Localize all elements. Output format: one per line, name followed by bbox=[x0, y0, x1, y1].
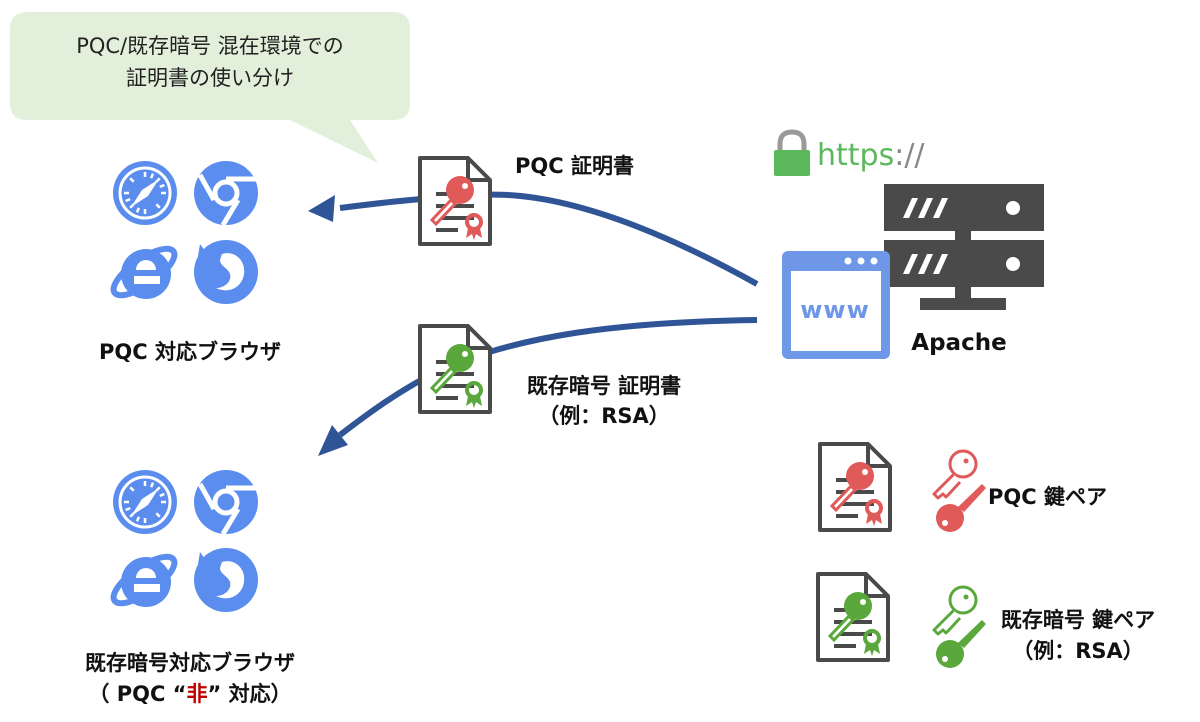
legacy-keypair-label: 既存暗号 鍵ペア （例：RSA） bbox=[978, 605, 1178, 667]
server-icon bbox=[884, 184, 1044, 310]
callout-line-2: 証明書の使い分け bbox=[126, 66, 294, 90]
pqc-keypair-label: PQC 鍵ペア bbox=[988, 485, 1107, 509]
legacy-keypair-label-line-1: 既存暗号 鍵ペア bbox=[1000, 608, 1156, 632]
www-label: www bbox=[800, 296, 870, 324]
legacy-browser-label-line-2: （ PQC “非” 対応） bbox=[20, 679, 360, 710]
legacy-browser-label: 既存暗号対応ブラウザ （ PQC “非” 対応） bbox=[20, 648, 360, 710]
apache-label: Apache bbox=[911, 330, 1007, 356]
label-prefix: （ PQC “ bbox=[88, 682, 187, 706]
https-separator: :// bbox=[894, 138, 925, 173]
legacy-keypair-icon bbox=[932, 585, 986, 668]
pqc-certificate-label: PQC 証明書 bbox=[515, 154, 634, 178]
arrow-head-legacy bbox=[318, 425, 348, 456]
legacy-keypair-label-line-2: （例：RSA） bbox=[1012, 639, 1144, 663]
callout-line-1: PQC/既存暗号 混在環境での bbox=[76, 34, 344, 58]
lock-icon bbox=[774, 129, 810, 176]
legacy-browser-label-line-1: 既存暗号対応ブラウザ bbox=[85, 651, 295, 675]
arrow-pqc-certificate bbox=[339, 191, 759, 287]
web-window-icon bbox=[782, 251, 890, 359]
arrow-head-pqc bbox=[308, 195, 335, 222]
legacy-certificate-label: 既存暗号 証明書 （例：RSA） bbox=[504, 371, 704, 431]
legacy-certificate-label-line-2: （例：RSA） bbox=[538, 404, 670, 428]
https-label: https:// bbox=[817, 138, 925, 173]
pqc-browser-label: PQC 対応ブラウザ bbox=[99, 340, 281, 364]
pqc-keypair-icon bbox=[932, 449, 986, 532]
callout-text: PQC/既存暗号 混在環境での 証明書の使い分け bbox=[10, 30, 410, 94]
https-scheme: https bbox=[817, 138, 895, 173]
label-suffix: ” 対応） bbox=[207, 682, 292, 706]
non-emphasis: 非 bbox=[186, 682, 208, 706]
legacy-certificate-label-line-1: 既存暗号 証明書 bbox=[526, 374, 682, 398]
